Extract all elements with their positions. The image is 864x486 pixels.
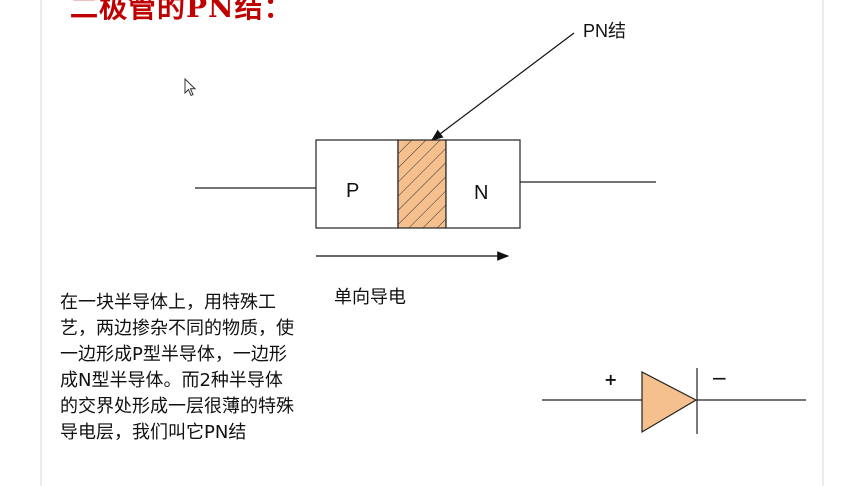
direction-label: 单向导电 <box>334 287 406 308</box>
diode-symbol-icon <box>542 368 806 434</box>
n-region <box>445 139 521 229</box>
anode-plus-label: + <box>604 370 618 389</box>
cathode-minus-label: − <box>711 366 728 390</box>
pn-junction-label: PN结 <box>583 21 627 41</box>
slide-right-edge <box>822 0 824 486</box>
pn-junction-layer <box>397 139 447 229</box>
mouse-pointer-icon <box>184 78 197 97</box>
p-region-label: P <box>346 180 360 202</box>
slide-title: 二极管的PN结： <box>70 0 293 24</box>
n-region-label: N <box>474 182 489 204</box>
p-region <box>315 139 399 229</box>
description-text: 在一块半导体上，用特殊工艺，两边掺杂不同的物质，使一边形成P型半导体，一边形成N… <box>60 292 294 443</box>
slide-left-edge <box>40 0 42 486</box>
junction-pointer-arrow-icon <box>431 32 575 141</box>
